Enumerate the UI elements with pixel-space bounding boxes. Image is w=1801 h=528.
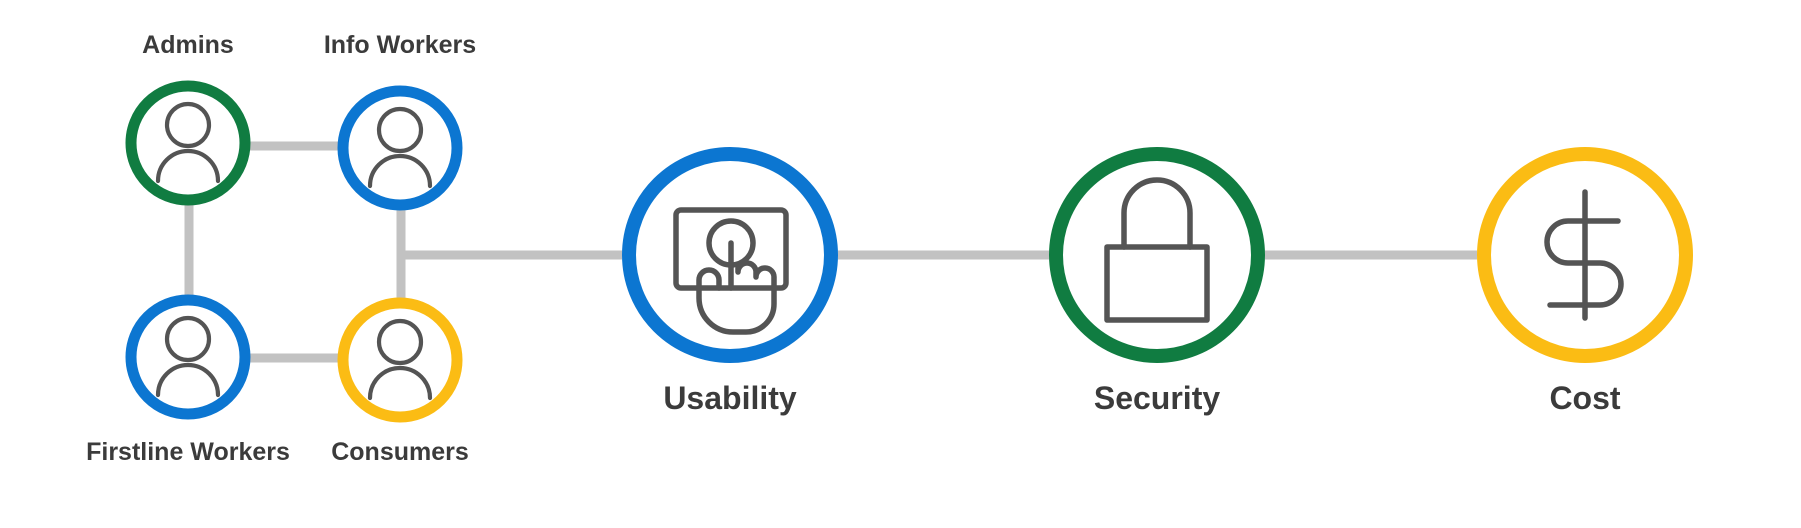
node-cost[interactable] (1477, 147, 1693, 363)
touchscreen-hand-icon (673, 207, 789, 335)
person-icon (367, 318, 433, 401)
security-ring (1049, 147, 1265, 363)
consumers-label: Consumers (331, 438, 469, 466)
connector-layer (184, 141, 1477, 363)
security-label: Security (1094, 380, 1220, 416)
usability-label: Usability (663, 380, 797, 416)
node-security[interactable] (1049, 147, 1265, 363)
firstline-workers-label: Firstline Workers (86, 438, 290, 466)
dollar-sign-icon (1544, 189, 1624, 321)
node-info-workers[interactable] (337, 85, 463, 211)
user-persona-group: Admins Info Workers Firstline Workers (86, 31, 476, 466)
person-icon (367, 106, 433, 189)
person-icon (155, 315, 221, 398)
info-workers-label: Info Workers (324, 31, 476, 59)
person-icon (155, 101, 221, 184)
cost-label: Cost (1549, 380, 1620, 416)
node-admins[interactable] (125, 80, 251, 206)
admins-label: Admins (142, 31, 234, 59)
criteria-group: Usability Security (622, 147, 1693, 416)
node-usability[interactable] (622, 147, 838, 363)
node-firstline-workers[interactable] (125, 294, 251, 420)
padlock-icon (1104, 177, 1210, 323)
node-consumers[interactable] (337, 297, 463, 423)
